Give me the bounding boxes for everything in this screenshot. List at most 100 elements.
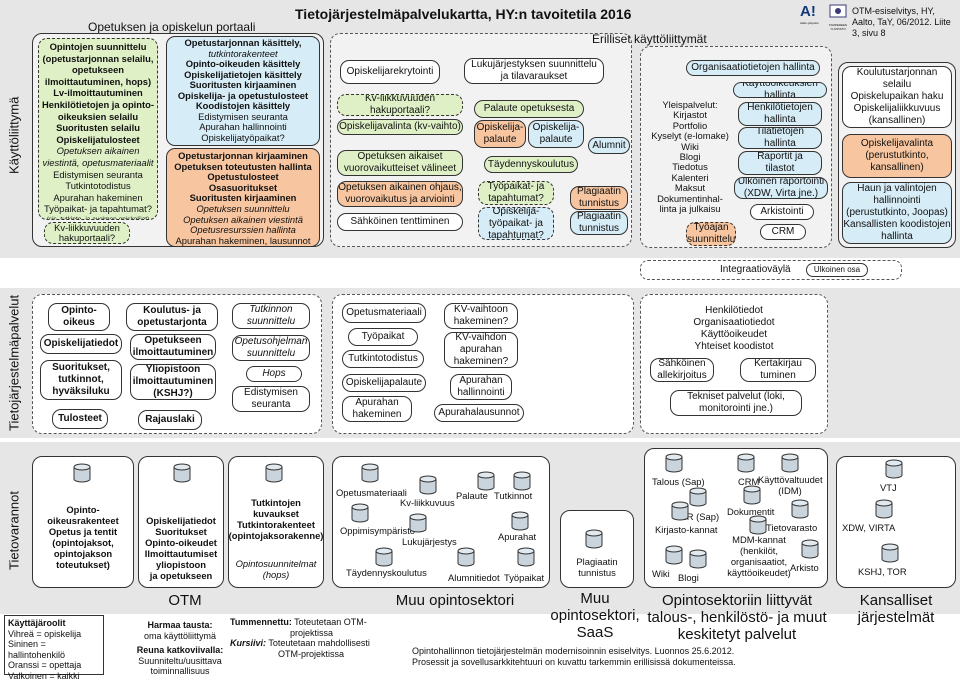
svc-opiskelijatiedot[interactable]: Opiskelijatiedot bbox=[40, 334, 122, 354]
svc-apurahalausunnot[interactable]: Apurahalausunnot bbox=[434, 404, 524, 422]
svc-kvv-line-0: KV-vaihtoon bbox=[445, 304, 517, 316]
taydennys-label: Täydennyskoulutus bbox=[485, 159, 577, 171]
svc-kvd-line-1: apurahan bbox=[445, 344, 517, 356]
mid-tyo-line-0: Työpaikat- ja bbox=[479, 181, 553, 193]
svc-tutk-line-1: suunnittelu bbox=[233, 316, 309, 328]
svc-suoritukset[interactable]: Suoritukset,tutkinnot,hyväksiluku bbox=[40, 360, 122, 400]
taydennys-box[interactable]: Täydennyskoulutus bbox=[484, 156, 578, 173]
svc-ilmo-line-1: ilmoittautuminen bbox=[131, 347, 215, 359]
svc-tutkintotodistus[interactable]: Tutkintotodistus bbox=[342, 350, 424, 368]
svc-tekniset[interactable]: Tekniset palvelut (loki,monitorointi jne… bbox=[670, 390, 802, 416]
arkisto-label: Arkistointi bbox=[751, 206, 813, 218]
national-orange-box[interactable]: Opiskelijavalinta(perustutkinto,kansalli… bbox=[842, 134, 952, 178]
aalto-logo-mark: A! bbox=[800, 3, 816, 20]
svc-apuh-line-0: Apurahan bbox=[451, 375, 511, 387]
svc-apuh-line-1: hallinnointi bbox=[451, 387, 511, 399]
svc-koul-line-1: opetustarjonta bbox=[127, 317, 217, 329]
arkisto-box[interactable]: Arkistointi bbox=[750, 204, 814, 220]
svc-tekn-line-1: monitorointi jne.) bbox=[671, 403, 801, 415]
mid-kv-line-0: Kv-liikkuvuuden bbox=[338, 94, 462, 105]
op-palaute2-box[interactable]: Opiskelija-palaute bbox=[528, 120, 584, 148]
op-palaute1-box[interactable]: Opiskelija-palaute bbox=[474, 120, 526, 148]
database-icon bbox=[172, 462, 192, 484]
svc-sahk-line-1: allekirjoitus bbox=[651, 370, 713, 382]
store-a-text-line-3: opintojakson bbox=[34, 548, 132, 559]
ohjaus-box[interactable]: Opetuksen aikainen ohjaus,vuorovaikutus … bbox=[337, 181, 463, 207]
portal-student-box[interactable]: Opintojen suunnittelu(opetustarjonnan se… bbox=[38, 38, 158, 220]
svc-tulosteet[interactable]: Tulosteet bbox=[52, 409, 108, 429]
alumnit-box[interactable]: Alumnit bbox=[588, 137, 630, 154]
external-part-label: Ulkoinen osa bbox=[814, 265, 860, 274]
database-icon bbox=[476, 470, 496, 492]
aalto-logo: A! Aalto-yliopisto bbox=[800, 3, 828, 31]
database-icon bbox=[264, 462, 284, 484]
svc-opetusmateriaali[interactable]: Opetusmateriaali bbox=[342, 303, 426, 323]
tampere-logo-text: TAMPEREEN YLIOPISTO bbox=[826, 23, 850, 31]
svc-opoh-line-1: suunnittelu bbox=[233, 348, 309, 360]
svc-opinto-oikeus[interactable]: Opinto-oikeus bbox=[48, 303, 110, 331]
mid-oppal1-line-0: Opiskelija- bbox=[475, 122, 525, 134]
footer-line-2: Prosessit ja sovellusarkkitehtuuri on ku… bbox=[412, 657, 736, 668]
tentti-box[interactable]: Sähköinen tenttiminen bbox=[337, 213, 463, 231]
ulkoinen-box[interactable]: Ulkoinen raportointi(XDW, Virta jne.) bbox=[734, 177, 828, 199]
mid-plag2-line-0: Plagiaatin bbox=[571, 211, 627, 223]
right-orange-line-1: (perustutkinto, bbox=[843, 150, 951, 162]
kayttooikeus-box[interactable]: Käyttöoikeuksien hallinta bbox=[733, 82, 827, 98]
svc-opiskelijapalaute[interactable]: Opiskelijapalaute bbox=[342, 374, 426, 392]
portal-admin-box[interactable]: Opetustarjonnan käsittely,tutkintorakent… bbox=[166, 36, 320, 146]
svc-rajauslaki[interactable]: Rajauslaki bbox=[138, 410, 202, 430]
palaute-box[interactable]: Palaute opetuksesta bbox=[474, 100, 584, 118]
op-palaute2-text: Opiskelija-palaute bbox=[529, 121, 583, 147]
footer-line-1: Opintohallinnon tietojärjestelmän modern… bbox=[412, 646, 736, 657]
valinta-box[interactable]: Opiskelijavalinta (kv-vaihto) bbox=[337, 119, 463, 135]
svc-tyopaikat[interactable]: Työpaikat bbox=[348, 328, 418, 346]
portal-admin-b-line-0: Opinto-oikeuden käsittely bbox=[167, 59, 319, 70]
legend-users-line-3: Valkoinen = kaikki bbox=[8, 671, 100, 681]
right-top-line-0: Koulutustarjonnan bbox=[843, 67, 951, 79]
legend-impl: Tummennettu: Toteutetaan OTM- projektiss… bbox=[230, 617, 390, 659]
mid-luku-line-1: ja tilavaraukset bbox=[465, 71, 603, 83]
mid-tyo2-line-1: työpaikat- ja bbox=[479, 218, 553, 230]
store-plag-line-0: Plagiaatin bbox=[560, 556, 634, 567]
svc-hops[interactable]: Hops bbox=[246, 366, 302, 382]
rekry-box[interactable]: Opiskelijarekrytointi bbox=[340, 60, 440, 84]
crm-ui-box[interactable]: CRM bbox=[760, 224, 806, 240]
org-box[interactable]: Organisaatiotietojen hallinta bbox=[686, 60, 820, 76]
store-b-text-line-3: Ilmoittautumiset bbox=[140, 548, 222, 559]
